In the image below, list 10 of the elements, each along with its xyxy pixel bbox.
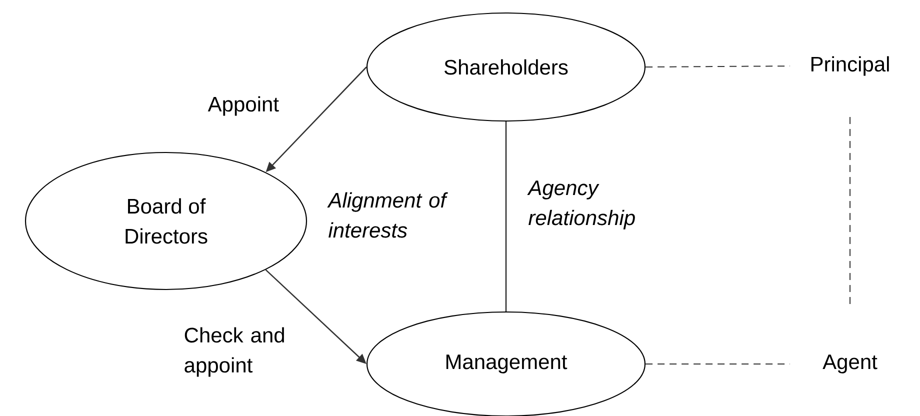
ellipse-node: Board of Directors	[24, 152, 308, 290]
role-label: Principal	[811, 56, 889, 76]
edge-label: Appoint	[208, 96, 279, 116]
edge-label: Agency relationship	[527, 180, 635, 230]
edge-label: Check and appoint	[184, 327, 284, 377]
connector-line	[505, 122, 507, 312]
role-label: Agent	[822, 354, 878, 374]
ellipse-node: Shareholders	[366, 12, 646, 122]
dashed-line	[645, 66, 790, 68]
annotation-text: Alignment of interests	[327, 192, 448, 238]
